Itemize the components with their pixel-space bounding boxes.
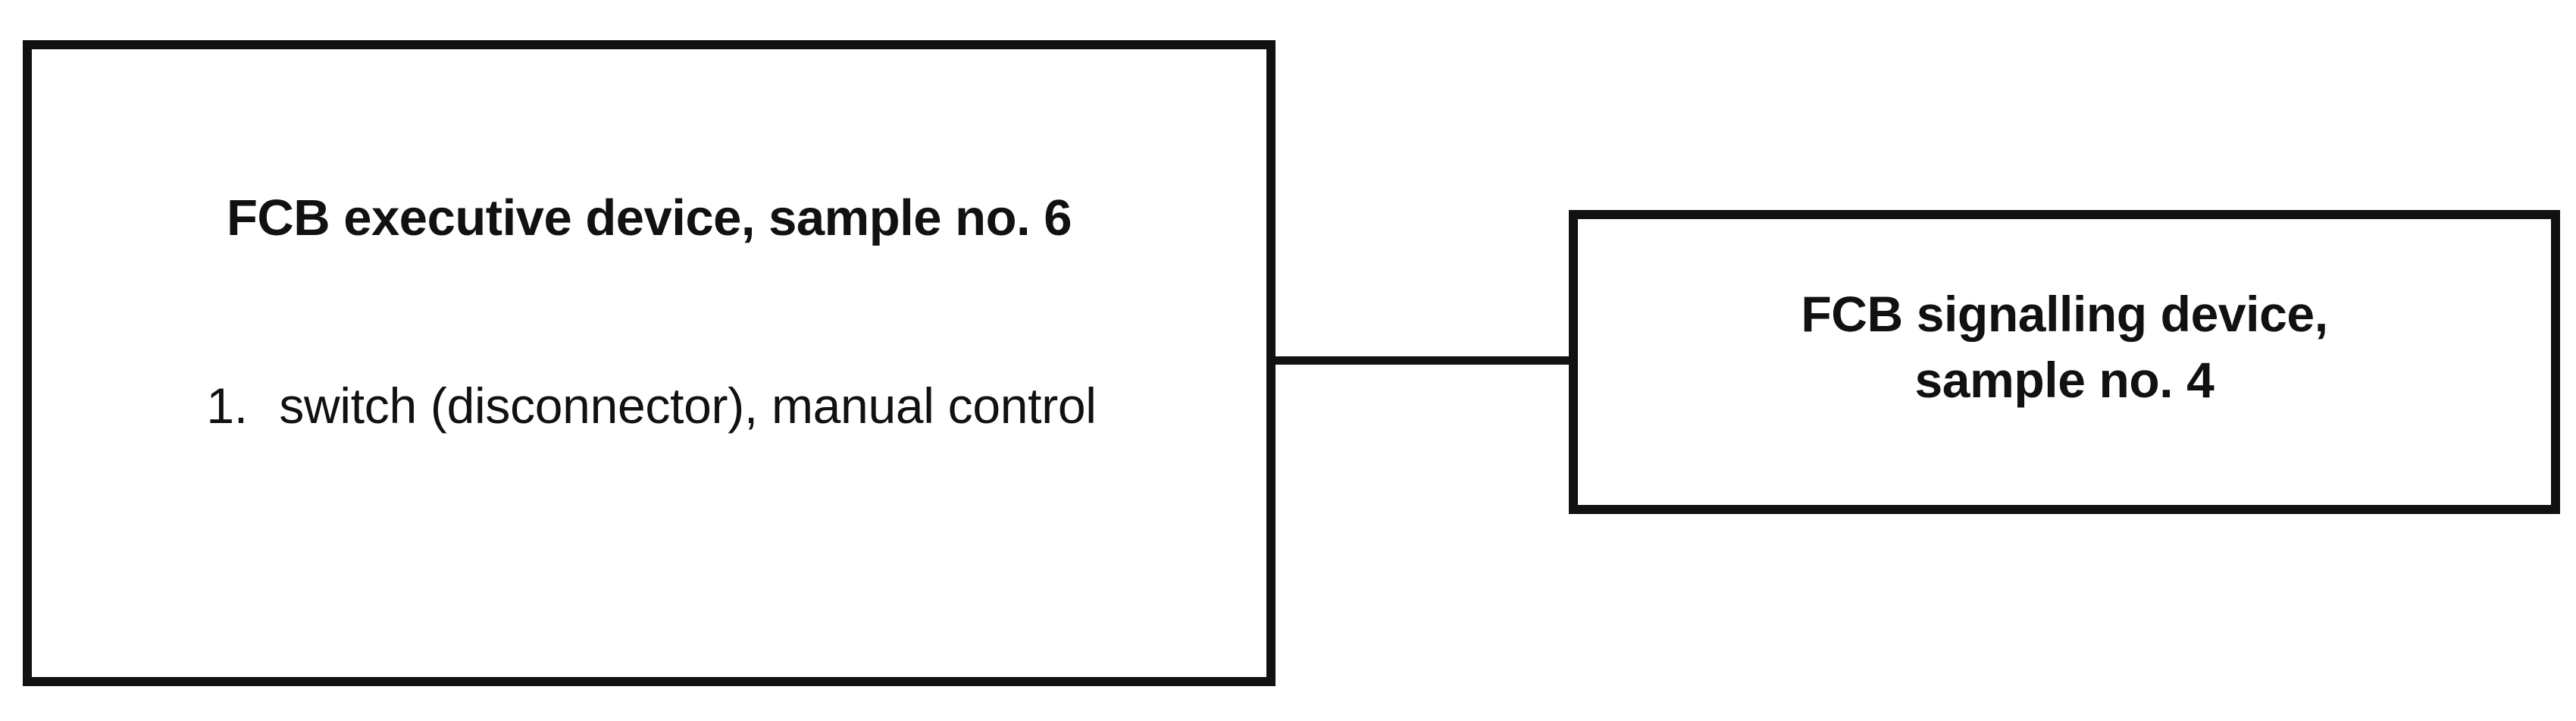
- executive-device-list: 1. switch (disconnector), manual control: [62, 377, 1241, 436]
- list-item: 1. switch (disconnector), manual control: [62, 377, 1241, 436]
- signalling-device-box[interactable]: FCB signalling device, sample no. 4: [1569, 210, 2560, 514]
- executive-device-title: FCB executive device, sample no. 6: [226, 190, 1072, 246]
- signalling-device-title-line-2: sample no. 4: [1914, 352, 2214, 409]
- signalling-device-title: FCB signalling device, sample no. 4: [1578, 281, 2551, 413]
- executive-device-content: FCB executive device, sample no. 6 1. swi…: [32, 49, 1266, 677]
- list-item-marker: 1.: [206, 378, 248, 434]
- signalling-device-title-line-1: FCB signalling device,: [1801, 286, 2328, 342]
- executive-device-box[interactable]: FCB executive device, sample no. 6 1. swi…: [23, 40, 1275, 686]
- list-item-text: switch (disconnector), manual control: [279, 378, 1097, 434]
- connector-line-executive-to-signalling: [1266, 356, 1579, 365]
